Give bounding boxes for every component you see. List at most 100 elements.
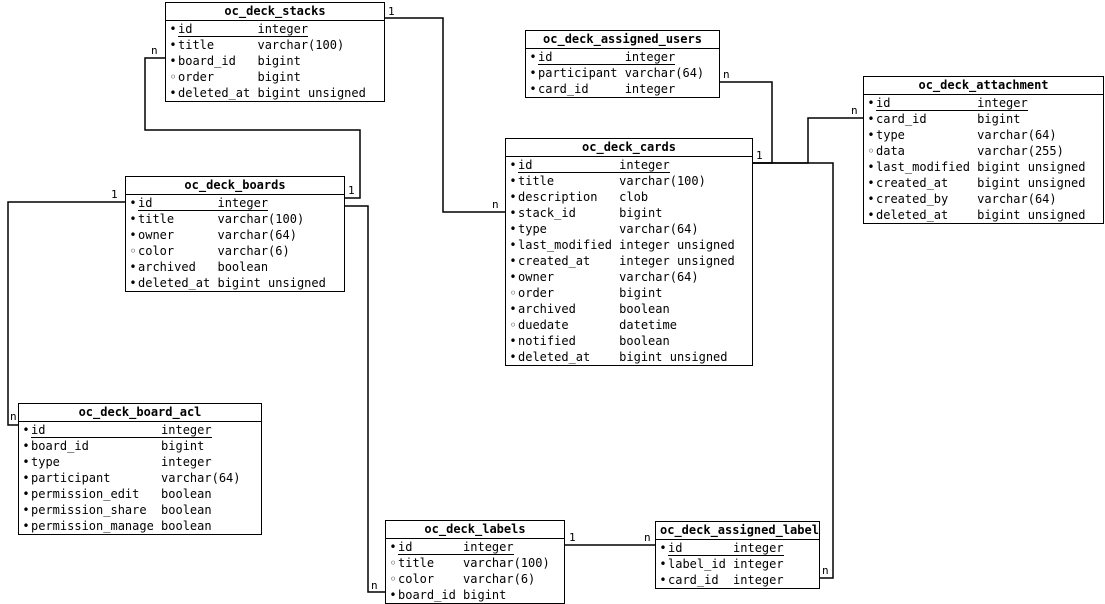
column-name: owner [138,228,175,242]
table-title: oc_deck_attachment [864,77,1103,95]
notnull-bullet-icon: • [509,174,517,188]
notnull-bullet-icon: • [867,112,875,126]
column-row: •label_id integer [656,556,819,572]
column-type: datetime [619,318,677,332]
column-name: id [668,540,683,555]
column-type: boolean [161,503,212,517]
column-name: id [876,95,891,110]
notnull-bullet-icon: • [22,487,30,501]
column-type: bigint unsigned [977,208,1086,222]
cardinality-label: 1 [348,184,355,197]
column-type: integer [161,455,212,469]
column-type: integer [161,422,212,437]
row-text: color varchar(6) [138,244,290,258]
cardinality-label: n [644,531,651,544]
column-name: stack_id [518,206,576,220]
notnull-bullet-icon: • [659,557,667,571]
column-name: color [138,244,175,258]
notnull-bullet-icon: • [509,350,517,364]
column-name: card_id [668,573,719,587]
column-name: board_id [398,588,456,602]
column-type: integer [733,540,784,555]
column-type: clob [619,190,649,204]
column-name: title [398,556,435,570]
column-name: label_id [668,557,726,571]
notnull-bullet-icon: • [509,302,517,316]
relationship-line [385,17,505,213]
table-title: oc_deck_assigned_labels [656,522,819,540]
notnull-bullet-icon: • [129,276,137,290]
column-name: owner [518,270,555,284]
nullable-bullet-icon: ◦ [867,144,875,158]
column-name: duedate [518,318,569,332]
column-type: bigint [619,286,663,300]
notnull-bullet-icon: • [509,334,517,348]
notnull-bullet-icon: • [509,238,517,252]
column-name: data [876,144,905,158]
column-name: title [138,212,175,226]
notnull-bullet-icon: • [509,270,517,284]
column-type: boolean [619,334,670,348]
column-name: created_at [876,176,949,190]
notnull-bullet-icon: • [867,176,875,190]
column-type: integer [624,82,676,96]
table-title: oc_deck_stacks [166,3,384,21]
column-name: id [31,422,46,437]
column-type: integer [733,557,784,571]
notnull-bullet-icon: • [389,540,397,554]
notnull-bullet-icon: • [129,228,137,242]
column-name: id [398,539,413,554]
notnull-bullet-icon: • [867,96,875,110]
column-type: bigint unsigned [257,86,366,100]
notnull-bullet-icon: • [509,190,517,204]
column-name: type [876,128,905,142]
cardinality-label: 1 [756,149,763,162]
notnull-bullet-icon: • [529,82,537,96]
cardinality-label: 1 [111,188,118,201]
column-type: varchar(6) [217,244,290,258]
notnull-bullet-icon: • [529,66,537,80]
column-type: varchar(64) [217,228,297,242]
column-name: deleted_at [138,276,211,290]
column-type: varchar(64) [619,222,699,236]
column-type: boolean [217,260,269,274]
table-title: oc_deck_boards [126,177,344,195]
primary-key-row-text: id integer [31,423,212,438]
